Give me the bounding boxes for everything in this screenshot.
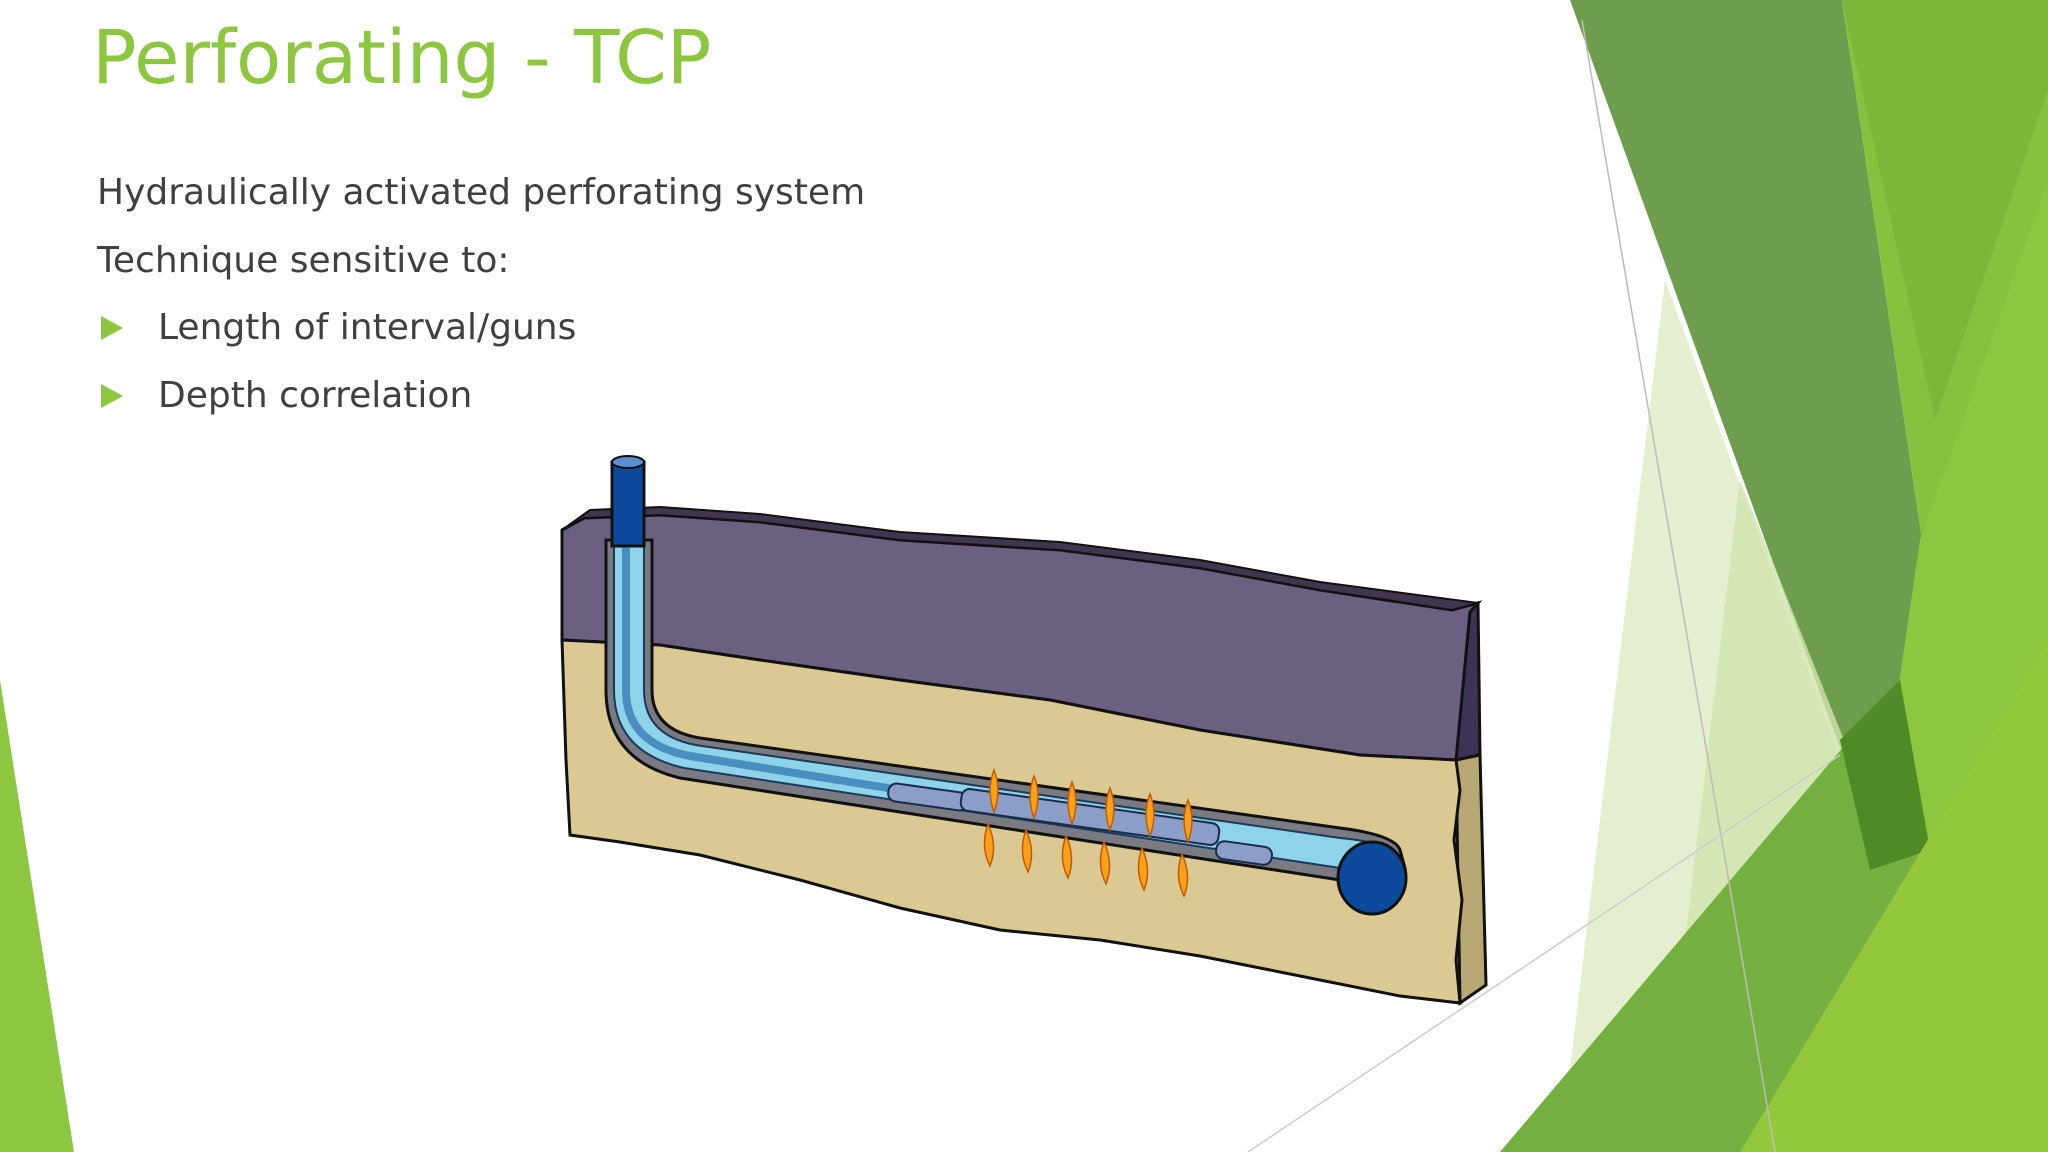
gun-carrier-main xyxy=(959,788,1221,846)
surface-tubing xyxy=(610,460,646,548)
perforation-flame-icon xyxy=(989,767,999,815)
deco-line-2 xyxy=(1247,754,1841,1152)
slide-title: Perforating - TCP xyxy=(92,15,712,101)
surface-tubing-top xyxy=(611,455,645,469)
bullet-text: Length of interval/guns xyxy=(158,307,577,348)
perforation-flame-icon xyxy=(983,822,995,868)
deco-line-1 xyxy=(1581,19,1776,1152)
triangle-bullet-icon xyxy=(101,384,123,408)
bottom-plug xyxy=(1336,840,1408,916)
tubing-string xyxy=(622,545,901,794)
perforation-flame-icon xyxy=(1105,785,1115,833)
right-facet-dark xyxy=(1570,0,1922,845)
right-facet-deep xyxy=(1840,680,1930,870)
bullet-item: Depth correlation xyxy=(97,372,472,420)
right-facet-green xyxy=(1842,0,2048,420)
perforation-flames-upper xyxy=(989,767,1193,845)
perforation-flames-lower xyxy=(983,822,1189,898)
bullet-item: Length of interval/guns xyxy=(97,304,576,352)
gun-carrier-right xyxy=(1215,840,1273,866)
triangle-bullet-icon xyxy=(101,316,123,340)
perforation-flame-icon xyxy=(1061,834,1073,880)
body-text-line-2: Technique sensitive to: xyxy=(97,240,510,281)
bullet-text: Depth correlation xyxy=(158,375,473,416)
perforation-flame-icon xyxy=(1145,791,1155,839)
body-text-line-1: Hydraulically activated perforating syst… xyxy=(97,172,866,213)
perforation-flame-icon xyxy=(1029,773,1039,821)
perforation-flame-icon xyxy=(1177,852,1189,898)
perforation-flame-icon xyxy=(1099,840,1111,886)
right-facet-lime xyxy=(1740,640,2048,1152)
left-green-sliver xyxy=(0,680,74,1152)
perforation-flame-icon xyxy=(1067,779,1077,827)
perforation-flame-icon xyxy=(1137,846,1149,892)
perforation-flame-icon xyxy=(1183,797,1193,845)
block-top-edge xyxy=(561,505,1479,612)
perforation-flame-icon xyxy=(1021,828,1033,874)
